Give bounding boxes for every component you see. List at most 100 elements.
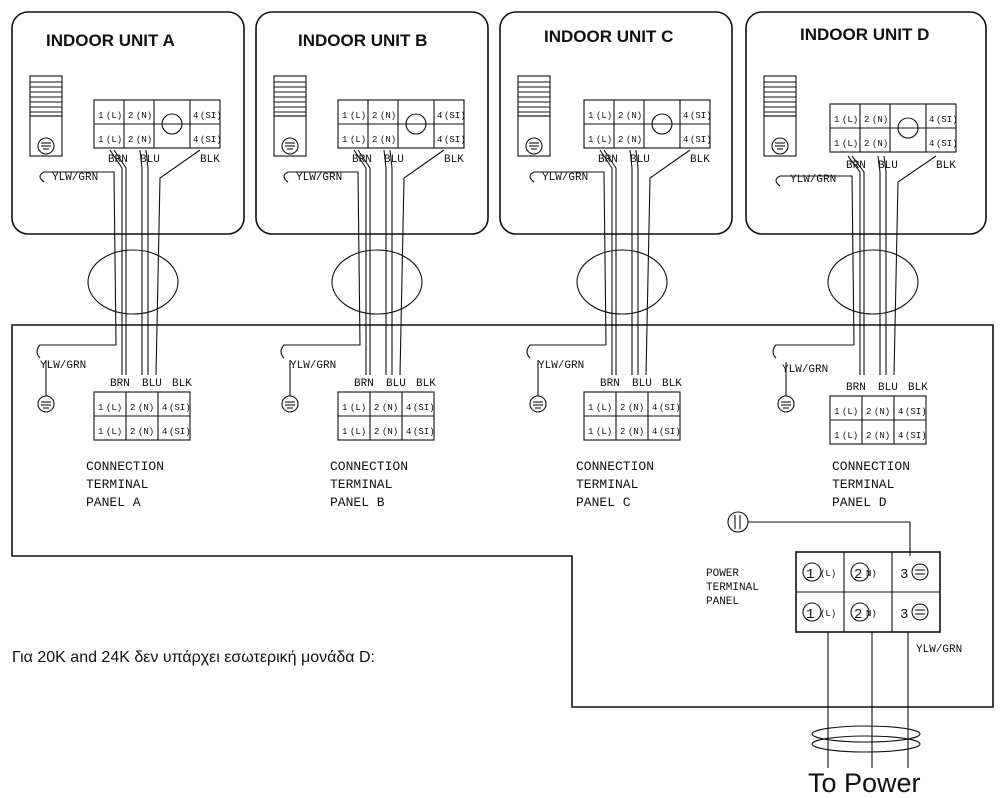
svg-text:3: 3 [900, 567, 908, 583]
svg-text:2: 2 [130, 427, 135, 437]
cable-bundle-b [331, 249, 423, 315]
svg-text:1: 1 [588, 403, 593, 413]
svg-text:TERMINAL: TERMINAL [706, 582, 759, 594]
svg-text:PANEL A: PANEL A [86, 495, 141, 510]
unit-b-terminal-block: 1 (L) 2 (N) 4 (SI) 1 (L) 2 (N) 4 (SI) [337, 99, 466, 149]
svg-text:(N): (N) [874, 407, 890, 417]
svg-text:4: 4 [929, 115, 934, 125]
svg-text:BLK: BLK [416, 378, 436, 390]
svg-text:(L): (L) [350, 427, 366, 437]
svg-text:1: 1 [588, 135, 593, 145]
svg-text:N): N) [866, 609, 877, 619]
svg-text:(L): (L) [106, 427, 122, 437]
svg-text:(N): (N) [874, 431, 890, 441]
svg-text:YLW/GRN: YLW/GRN [916, 644, 962, 656]
svg-text:2: 2 [374, 403, 379, 413]
svg-text:1: 1 [342, 111, 347, 121]
svg-text:(SI): (SI) [413, 403, 435, 413]
svg-text:BLK: BLK [662, 378, 682, 390]
power-terminal-panel: POWER TERMINAL PANEL 1 (L) 2 N) 3 1 (L) … [706, 551, 962, 656]
svg-text:YLW/GRN: YLW/GRN [782, 364, 828, 376]
svg-text:2: 2 [866, 431, 871, 441]
cable-bundle-c [576, 249, 668, 315]
svg-text:(N): (N) [872, 139, 888, 149]
svg-text:BLU: BLU [630, 154, 650, 166]
svg-text:BRN: BRN [600, 378, 620, 390]
indoor-unit-b-title: INDOOR UNIT B [298, 31, 427, 50]
svg-text:BLU: BLU [878, 382, 898, 394]
svg-text:TERMINAL: TERMINAL [832, 477, 894, 492]
svg-text:1: 1 [588, 111, 593, 121]
svg-text:1: 1 [806, 607, 814, 623]
svg-text:(SI): (SI) [659, 427, 681, 437]
svg-text:(L): (L) [820, 569, 836, 579]
svg-text:1: 1 [834, 115, 839, 125]
svg-text:(N): (N) [136, 135, 152, 145]
svg-text:4: 4 [193, 111, 198, 121]
svg-text:(SI): (SI) [690, 135, 712, 145]
svg-text:(SI): (SI) [690, 111, 712, 121]
to-power-label: To Power [808, 768, 921, 798]
svg-text:POWER: POWER [706, 568, 739, 580]
svg-text:(L): (L) [106, 403, 122, 413]
svg-text:4: 4 [162, 403, 167, 413]
svg-text:4: 4 [898, 431, 903, 441]
svg-text:2: 2 [620, 403, 625, 413]
svg-text:1: 1 [342, 403, 347, 413]
svg-text:2: 2 [864, 115, 869, 125]
power-supply-cable [811, 632, 921, 768]
svg-text:YLW/GRN: YLW/GRN [542, 172, 588, 184]
svg-text:(L): (L) [596, 111, 612, 121]
connection-terminal-panel-d: YLW/GRN BRN BLU BLK 1 (L) 2 (N) 4 (SI) 1… [777, 362, 928, 510]
svg-text:PANEL: PANEL [706, 596, 739, 608]
indoor-unit-d: INDOOR UNIT D 1 (L) 2 (N) 4 (SI) 1 (L) 2… [745, 11, 987, 235]
unit-d-terminal-block: 1 (L) 2 (N) 4 (SI) 1 (L) 2 (N) 4 (SI) [829, 103, 958, 153]
svg-text:(SI): (SI) [905, 407, 927, 417]
svg-text:(L): (L) [596, 403, 612, 413]
svg-text:YLW/GRN: YLW/GRN [40, 360, 86, 372]
svg-text:BLU: BLU [384, 154, 404, 166]
svg-text:N): N) [866, 569, 877, 579]
svg-text:4: 4 [162, 427, 167, 437]
connection-terminal-panel-a: YLW/GRN BRN BLU BLK 1 (L) 2 (N) 4 (SI) 1… [37, 360, 192, 510]
svg-text:BLU: BLU [632, 378, 652, 390]
svg-text:YLW/GRN: YLW/GRN [790, 174, 836, 186]
svg-text:4: 4 [406, 403, 411, 413]
cable-bundle-d [827, 249, 919, 315]
svg-text:(SI): (SI) [936, 139, 958, 149]
svg-text:2: 2 [374, 427, 379, 437]
svg-text:(SI): (SI) [200, 135, 222, 145]
svg-text:(L): (L) [596, 135, 612, 145]
svg-text:PANEL D: PANEL D [832, 495, 887, 510]
svg-text:(SI): (SI) [169, 403, 191, 413]
indoor-unit-a-title: INDOOR UNIT A [46, 31, 175, 50]
svg-text:(SI): (SI) [444, 111, 466, 121]
svg-text:(N): (N) [380, 135, 396, 145]
svg-text:YLW/GRN: YLW/GRN [290, 360, 336, 372]
svg-text:(SI): (SI) [936, 115, 958, 125]
svg-text:2: 2 [372, 111, 377, 121]
svg-text:4: 4 [406, 427, 411, 437]
chassis-ground-icon [727, 511, 911, 556]
svg-text:1: 1 [806, 567, 814, 583]
svg-text:(N): (N) [136, 111, 152, 121]
svg-text:1: 1 [98, 403, 103, 413]
outdoor-unit-outline [11, 324, 994, 708]
indoor-unit-d-title: INDOOR UNIT D [800, 25, 929, 44]
unit-a-terminal-block: 1 (L) 2 (N) 4 (SI) 1 (L) 2 (N) 4 (SI) [93, 99, 222, 149]
svg-text:(SI): (SI) [444, 135, 466, 145]
svg-text:2: 2 [372, 135, 377, 145]
svg-text:3: 3 [900, 607, 908, 623]
svg-text:1: 1 [98, 135, 103, 145]
svg-text:(SI): (SI) [905, 431, 927, 441]
svg-text:YLW/GRN: YLW/GRN [52, 172, 98, 184]
svg-text:(L): (L) [820, 609, 836, 619]
svg-text:BRN: BRN [110, 378, 130, 390]
svg-text:CONNECTION: CONNECTION [832, 459, 910, 474]
svg-text:1: 1 [834, 431, 839, 441]
svg-text:2: 2 [864, 139, 869, 149]
svg-text:2: 2 [618, 111, 623, 121]
svg-text:2: 2 [128, 111, 133, 121]
svg-text:(L): (L) [842, 139, 858, 149]
svg-text:BLK: BLK [690, 154, 710, 166]
